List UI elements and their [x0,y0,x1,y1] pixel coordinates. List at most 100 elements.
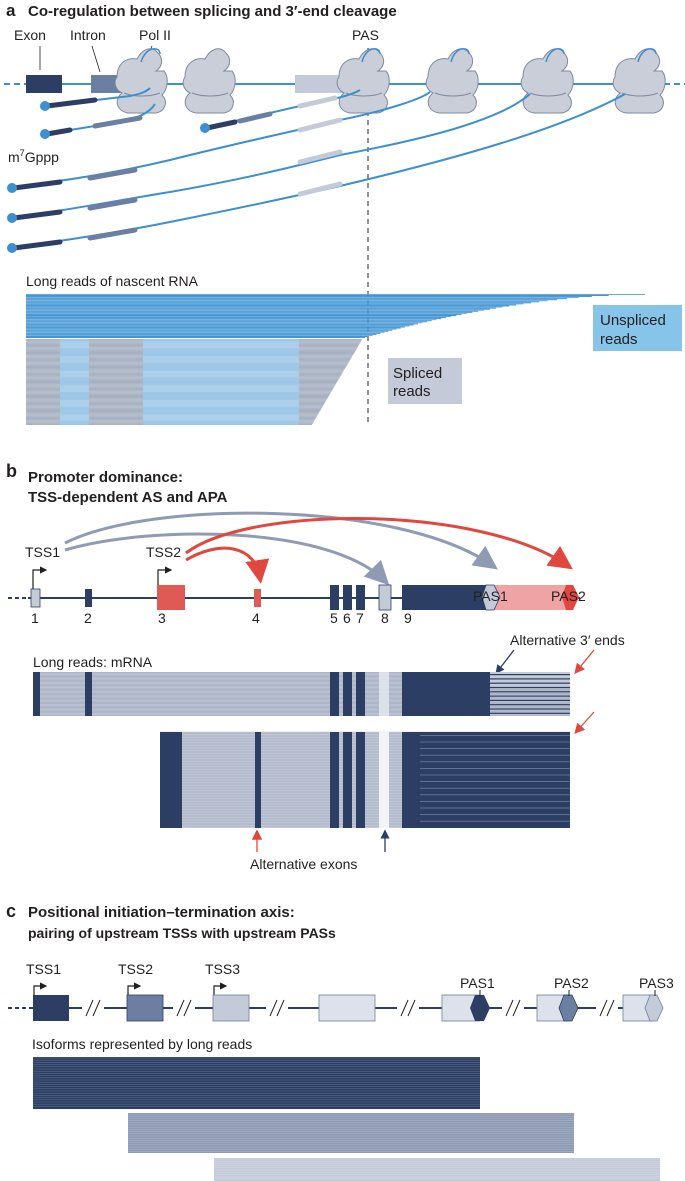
alt-3-ends-arrow-navy [495,649,515,675]
spliced-read-exon [89,370,143,372]
isoform-reads-plot [33,1057,660,1181]
spliced-read-exon [299,420,314,422]
panel-c-title-line2: pairing of upstream TSSs with upstream P… [28,925,336,941]
mrna-reads-tss1 [33,672,570,716]
axis-break [173,998,195,1018]
unspliced-read [26,316,452,317]
exon-numbers: 1 2 3 4 5 6 7 8 9 [31,610,412,626]
spliced-read-exon [89,343,143,345]
spliced-read-exon [26,400,60,402]
spliced-read-exon [299,399,327,401]
mrna-read-extension [490,704,570,706]
spliced-read-exon [89,383,143,385]
spliced-read-exon [89,409,143,411]
pas2-hexagon-icon [558,994,579,1022]
spliced-read-exon [299,382,337,384]
unspliced-read [26,300,548,302]
mrna-read-gap [420,814,570,815]
spliced-read-exon [26,388,60,390]
tss3-label-c: TSS3 [205,961,240,977]
spliced-read-exon [89,349,143,351]
spliced-read-exon [89,374,143,376]
mrna-read-gap [420,801,570,802]
spliced-read-exon [26,391,60,393]
spliced-read-exon [26,417,60,419]
tss2-label-c: TSS2 [118,961,153,977]
spliced-read-exon [89,417,143,419]
exon-label: Exon [14,27,46,43]
mrna-read-extension [490,708,570,710]
spliced-read-exon [26,369,60,371]
intron-label: Intron [70,27,106,43]
spliced-read-exon [89,364,143,366]
unspliced-read [26,326,405,328]
gene-exon-1 [26,75,62,93]
exon-number: 1 [31,610,39,626]
unspliced-label-line1: Unspliced [600,312,666,329]
spliced-read-exon [89,403,143,405]
spliced-label-line2: reads [393,383,431,400]
spliced-read-exon [26,402,60,404]
spliced-read-exon [89,423,143,425]
spliced-read-exon [299,354,354,356]
spliced-read-exon [299,343,360,345]
axis-break [502,998,524,1018]
spliced-read-exon [89,396,143,397]
pas3-hexagon-icon [644,994,664,1022]
axis-break [266,998,288,1018]
mrna-read-exon [330,672,339,716]
spliced-read-exon [299,417,316,419]
spliced-read-exon [299,391,331,393]
spliced-read-exon [26,365,60,367]
spliced-read-exon [89,373,143,375]
spliced-read-exon [26,355,60,357]
spliced-read-exon [26,364,60,366]
spliced-read-exon [299,387,334,389]
spliced-read-exon [299,365,347,367]
spliced-read-exon [299,414,318,416]
mrna-read-exon [402,732,570,828]
pas1-label-c: PAS1 [460,975,495,991]
spliced-read-exon [89,344,143,346]
spliced-read-exon [26,408,60,410]
polii-label: Pol II [139,27,171,43]
spliced-read-exon [89,346,143,348]
spliced-read-exon [89,399,143,401]
spliced-read-exon [299,356,352,358]
mrna-reads-heading: Long reads: mRNA [33,654,153,670]
spliced-read-exon [26,421,60,423]
exon-number: 4 [252,610,260,626]
c-exon-tss3 [212,994,250,1022]
spliced-read-exon [89,404,143,406]
pas2-label-b: PAS2 [551,588,586,604]
spliced-read-exon [89,351,143,353]
c-exon-tss2 [126,994,164,1022]
mrna-read-extension [490,712,570,714]
nascent-tail [361,48,381,63]
spliced-read-exon [26,404,60,406]
spliced-read-exon [26,346,60,348]
spliced-read-exon [26,387,60,389]
spliced-read-exon [26,375,60,377]
mrna-read-extension [490,691,570,693]
spliced-read-exon [89,402,143,404]
unspliced-read [26,319,437,321]
spliced-read-exon [299,401,326,403]
spliced-read-exon [89,419,143,421]
spliced-read-exon [299,353,354,355]
alt-3-ends-arrow-red [574,649,595,675]
spliced-read-exon [299,411,320,413]
alt-3-ends-arrow-red [574,711,595,734]
unspliced-read [26,336,369,337]
unspliced-read [26,331,385,333]
spliced-read-exon [89,400,143,402]
spliced-read-exon [26,351,60,353]
spliced-read-exon [26,371,60,373]
spliced-read-exon [26,372,60,374]
mrna-read-exon [356,732,365,828]
spliced-read-exon [299,339,362,341]
spliced-read-exon [299,342,361,344]
spliced-read-exon [26,361,60,363]
spliced-read-exon [26,339,60,341]
